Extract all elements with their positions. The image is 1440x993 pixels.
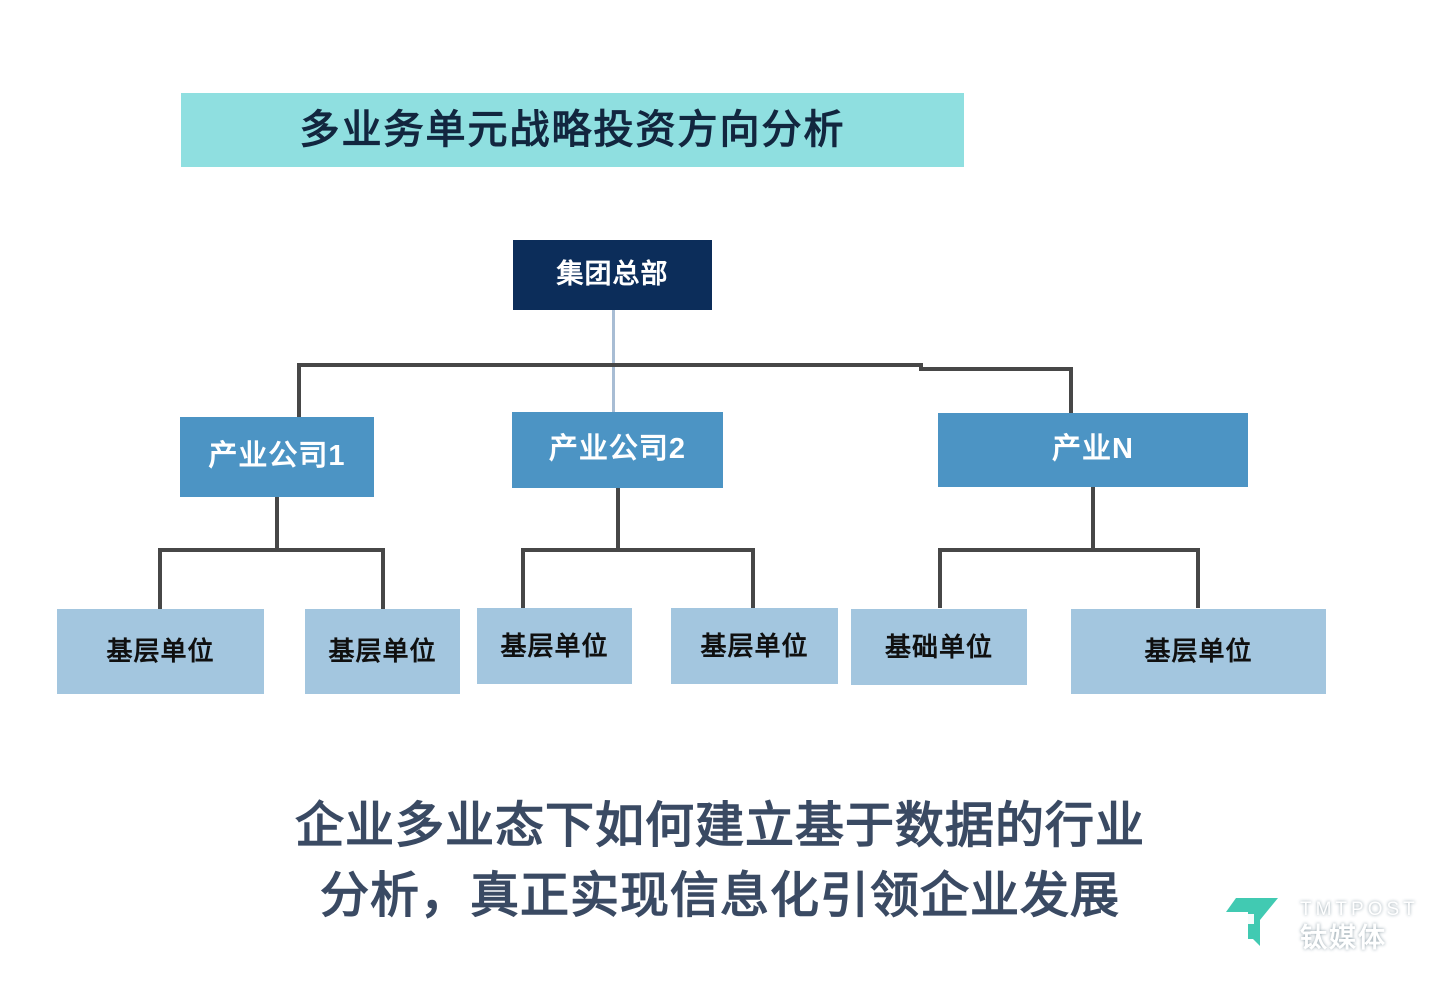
tmtpost-logo-icon <box>1218 890 1292 964</box>
connector-div2-to-leaf3 <box>521 548 525 608</box>
connector-div1-stem <box>275 497 279 550</box>
connector-div1-bar <box>158 548 385 552</box>
caption-block: 企业多业态下如何建立基于数据的行业 分析，真正实现信息化引领企业发展 <box>0 792 1440 931</box>
connector-divn-to-leaf5 <box>938 548 942 608</box>
brand-name-cn: 钛媒体 <box>1300 922 1387 953</box>
connector-root-bar-right <box>919 367 1073 371</box>
node-label: 产业N <box>1052 433 1134 466</box>
node-industry-company-2[interactable]: 产业公司2 <box>512 412 723 488</box>
tmtpost-watermark: TMTPOST 钛媒体 <box>1218 878 1423 976</box>
node-label: 产业公司1 <box>208 440 346 473</box>
connector-divn-to-leaf6 <box>1196 548 1200 608</box>
connector-divn-bar <box>938 548 1200 552</box>
node-label: 基础单位 <box>884 631 993 662</box>
node-base-unit-6[interactable]: 基层单位 <box>1071 609 1326 694</box>
title-banner: 多业务单元战略投资方向分析 <box>181 93 964 167</box>
connector-div1-to-leaf1 <box>158 548 162 609</box>
node-label: 产业公司2 <box>548 433 687 466</box>
node-group-headquarters[interactable]: 集团总部 <box>513 240 712 310</box>
brand-name-en: TMTPOST <box>1300 899 1419 921</box>
node-base-unit-4[interactable]: 基层单位 <box>671 608 838 684</box>
node-label: 基层单位 <box>700 630 809 661</box>
node-label: 基层单位 <box>106 636 215 667</box>
connector-root-to-div1 <box>297 363 301 417</box>
connector-div1-to-leaf2 <box>381 548 385 609</box>
node-base-unit-1[interactable]: 基层单位 <box>57 609 264 694</box>
caption-line-2: 分析，真正实现信息化引领企业发展 <box>319 868 1120 923</box>
caption-line-1: 企业多业态下如何建立基于数据的行业 <box>294 799 1145 853</box>
connector-divn-stem <box>1091 487 1095 550</box>
connector-root-stem <box>612 310 615 413</box>
node-industry-n[interactable]: 产业N <box>938 413 1248 487</box>
connector-root-to-divN <box>1069 367 1073 413</box>
connector-div2-to-leaf4 <box>751 548 755 608</box>
node-industry-company-1[interactable]: 产业公司1 <box>180 417 374 497</box>
node-label: 基层单位 <box>328 636 437 667</box>
connector-div2-stem <box>616 488 620 550</box>
page-title: 多业务单元战略投资方向分析 <box>299 108 846 152</box>
node-label: 基层单位 <box>500 630 609 661</box>
connector-root-bar-left <box>297 363 923 367</box>
connector-div2-bar <box>521 548 755 552</box>
node-base-unit-2[interactable]: 基层单位 <box>305 609 460 694</box>
tmtpost-wordmark: TMTPOST 钛媒体 <box>1300 899 1419 954</box>
node-base-unit-3[interactable]: 基层单位 <box>477 608 632 684</box>
node-label: 基层单位 <box>1144 636 1253 667</box>
node-label: 集团总部 <box>556 259 669 290</box>
node-foundation-unit-5[interactable]: 基础单位 <box>851 609 1027 685</box>
